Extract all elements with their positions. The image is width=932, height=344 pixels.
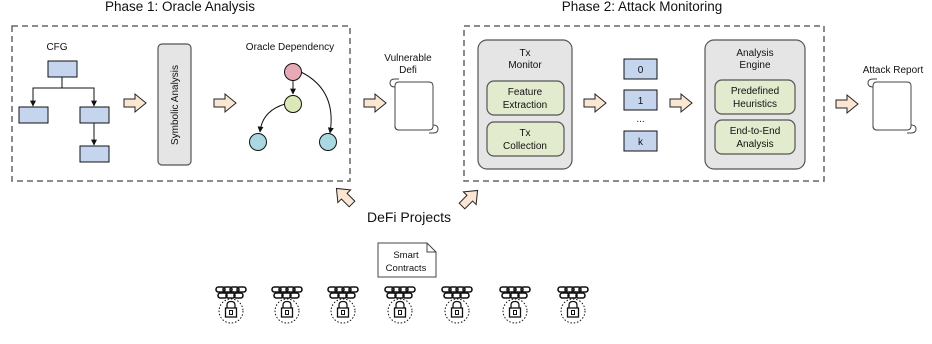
phase1-frame (11, 25, 351, 182)
queue-slot-k (623, 130, 658, 152)
tx-collection-line1: Tx (519, 128, 530, 139)
tx-monitor-title-1: Tx (519, 48, 530, 59)
tx-collection-line2: Collection (503, 141, 547, 152)
analysis-engine-title-1: Analysis (736, 48, 773, 59)
smart-contracts-line2: Contracts (386, 263, 427, 274)
oracle-node-mid (284, 95, 302, 113)
blockchain-lock-icon (215, 286, 247, 324)
cfg-node-root (47, 60, 78, 78)
blockchain-lock-icon (384, 286, 416, 324)
queue-slot-1 (623, 89, 658, 111)
queue-ellipsis: ... (636, 114, 644, 125)
block-arrow-icon (213, 93, 237, 113)
feature-extraction-box (486, 80, 565, 116)
smart-contracts-document (377, 242, 437, 278)
tx-monitor-title-2: Monitor (508, 60, 542, 71)
symbolic-analysis-label: Symbolic Analysis (170, 65, 181, 145)
end-to-end-line1: End-to-End (730, 126, 781, 137)
cfg-label: CFG (46, 42, 67, 53)
block-arrow-icon (123, 93, 147, 113)
oracle-node-price (284, 63, 302, 81)
queue-slot-0 (623, 58, 658, 80)
end-to-end-line2: Analysis (736, 139, 773, 150)
tx-queue: 0 1 ... k (623, 58, 658, 152)
blockchain-lock-icon (557, 286, 589, 324)
document-scroll-icon (867, 78, 917, 134)
block-arrow-icon (329, 181, 359, 211)
oracle-node-right (319, 133, 337, 151)
end-to-end-analysis-box (714, 119, 796, 155)
cfg-node-left (18, 106, 49, 124)
cfg-node-bottom (79, 145, 110, 163)
cfg-graph (18, 60, 110, 163)
cfg-edge-right (62, 87, 97, 107)
block-arrow-icon (835, 94, 859, 114)
phase2-frame (463, 25, 825, 182)
predefined-heuristics-line1: Predefined (731, 86, 779, 97)
phase1-title: Phase 1: Oracle Analysis (105, 0, 255, 14)
predefined-heuristics-box (714, 79, 796, 115)
phase2-title: Phase 2: Attack Monitoring (562, 0, 723, 14)
blockchain-lock-icon (441, 286, 473, 324)
queue-label-0: 0 (638, 65, 644, 76)
feature-extraction-line2: Extraction (503, 100, 547, 111)
analysis-engine-title-2: Engine (739, 60, 771, 71)
oracle-edge-3 (257, 103, 286, 133)
symbolic-analysis-box (157, 43, 192, 166)
attack-report-label: Attack Report (863, 65, 924, 76)
oracle-dependency-label: Oracle Dependency (246, 42, 334, 53)
vulnerable-defi-label-1: Vulnerable (384, 53, 432, 64)
defi-projects-label: DeFi Projects (367, 209, 451, 225)
block-arrow-icon (583, 93, 607, 113)
document-scroll-icon (389, 78, 439, 134)
blockchain-lock-icon (499, 286, 531, 324)
blockchain-lock-icon (271, 286, 303, 324)
oracle-node-left (249, 133, 267, 151)
predefined-heuristics-line2: Heuristics (733, 99, 777, 110)
vulnerable-defi-label-2: Defi (399, 65, 417, 76)
block-arrow-icon (669, 93, 693, 113)
oracle-dependency-graph (249, 63, 337, 151)
queue-label-k: k (638, 137, 644, 148)
oracle-edge-2 (300, 71, 334, 134)
block-arrow-icon (363, 93, 387, 113)
smart-contracts-line1: Smart (393, 250, 419, 261)
queue-label-1: 1 (638, 96, 644, 107)
block-arrow-icon (455, 183, 485, 213)
cfg-node-right (79, 106, 110, 124)
tx-collection-box (486, 121, 565, 157)
feature-extraction-line1: Feature (508, 87, 543, 98)
blockchain-lock-icon (327, 286, 359, 324)
cfg-edge-left (30, 77, 63, 107)
